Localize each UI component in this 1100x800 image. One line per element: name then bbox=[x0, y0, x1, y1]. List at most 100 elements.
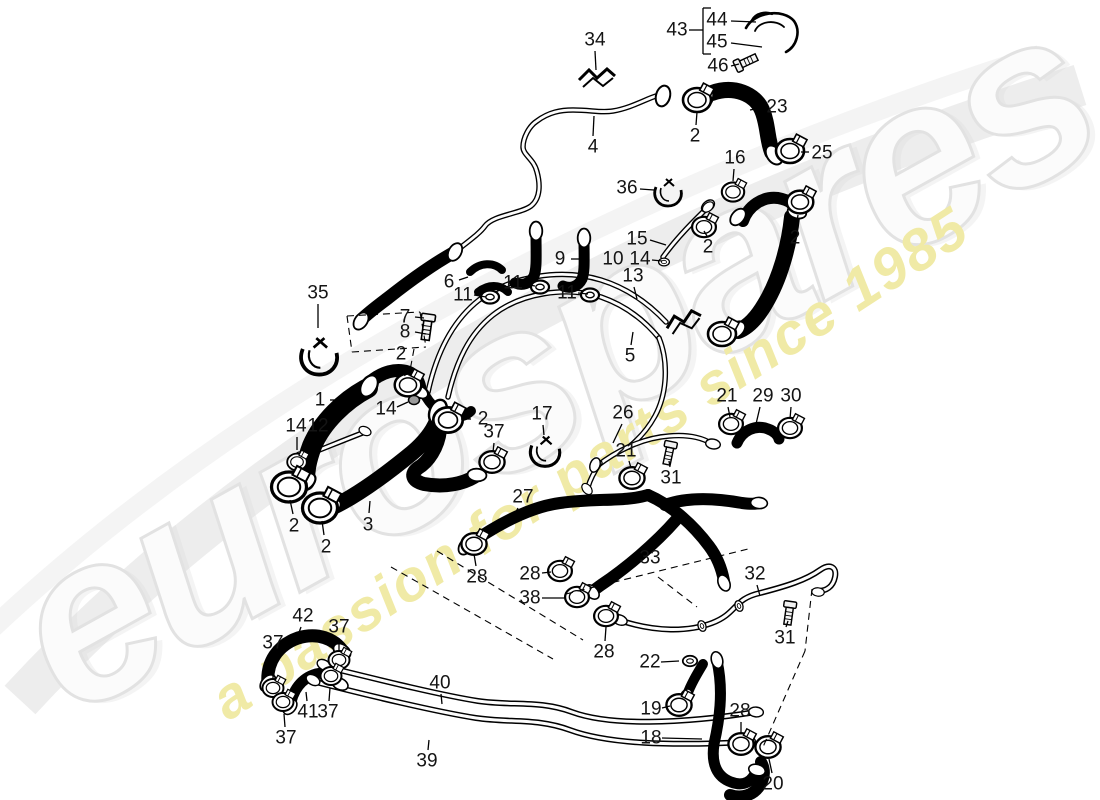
callout-41[interactable]: 41 bbox=[297, 701, 319, 723]
callout-37[interactable]: 37 bbox=[262, 632, 284, 654]
callout-17[interactable]: 17 bbox=[531, 403, 553, 425]
leader-line bbox=[695, 111, 698, 126]
leader-line bbox=[577, 292, 589, 295]
callout-10[interactable]: 10 bbox=[602, 248, 624, 270]
callout-45[interactable]: 45 bbox=[706, 31, 728, 53]
callout-27[interactable]: 27 bbox=[512, 486, 534, 508]
leader-line bbox=[703, 230, 708, 237]
callout-2[interactable]: 2 bbox=[689, 125, 701, 147]
callout-29[interactable]: 29 bbox=[752, 385, 774, 407]
leader-line bbox=[368, 500, 371, 514]
callout-6[interactable]: 6 bbox=[443, 271, 455, 293]
callout-38[interactable]: 38 bbox=[519, 587, 541, 609]
callout-37[interactable]: 37 bbox=[483, 421, 505, 443]
callout-40[interactable]: 40 bbox=[429, 672, 451, 694]
callout-16[interactable]: 16 bbox=[724, 147, 746, 169]
leader-line bbox=[633, 286, 638, 300]
callout-12[interactable]: 12 bbox=[307, 415, 329, 437]
callout-21[interactable]: 21 bbox=[716, 385, 738, 407]
callout-8[interactable]: 8 bbox=[399, 321, 411, 343]
callout-22[interactable]: 22 bbox=[639, 651, 661, 673]
callout-28[interactable]: 28 bbox=[519, 563, 541, 585]
callout-2[interactable]: 2 bbox=[320, 536, 332, 558]
callout-1[interactable]: 1 bbox=[314, 389, 326, 411]
callout-14[interactable]: 14 bbox=[285, 415, 307, 437]
leader-line bbox=[768, 758, 773, 774]
leader-line bbox=[651, 259, 663, 262]
callout-43[interactable]: 43 bbox=[666, 19, 688, 41]
callout-28[interactable]: 28 bbox=[466, 566, 488, 588]
callout-2[interactable]: 2 bbox=[702, 236, 714, 258]
callout-18[interactable]: 18 bbox=[640, 727, 662, 749]
bracket-43-part bbox=[744, 11, 799, 54]
callout-2[interactable]: 2 bbox=[477, 408, 489, 430]
callout-20[interactable]: 20 bbox=[762, 773, 784, 795]
construction-line bbox=[762, 650, 806, 748]
callout-36[interactable]: 36 bbox=[616, 177, 638, 199]
leader-line bbox=[668, 460, 671, 468]
callout-37[interactable]: 37 bbox=[317, 701, 339, 723]
callout-9[interactable]: 9 bbox=[554, 248, 566, 270]
leader-line bbox=[652, 538, 658, 548]
callout-3[interactable]: 3 bbox=[362, 514, 374, 536]
callout-14[interactable]: 14 bbox=[375, 398, 397, 420]
callout-31[interactable]: 31 bbox=[774, 627, 796, 649]
callout-2[interactable]: 2 bbox=[789, 227, 801, 249]
callout-28[interactable]: 28 bbox=[729, 700, 751, 722]
callout-26[interactable]: 26 bbox=[612, 402, 634, 424]
callout-11[interactable]: 11 bbox=[503, 272, 523, 294]
pipe-4 bbox=[452, 93, 659, 255]
callout-15[interactable]: 15 bbox=[626, 228, 648, 250]
leader-line bbox=[318, 436, 321, 450]
leader-line bbox=[749, 106, 766, 111]
callout-7[interactable]: 7 bbox=[399, 306, 411, 328]
callout-25[interactable]: 25 bbox=[811, 142, 833, 164]
grommets bbox=[407, 257, 746, 668]
leader-line bbox=[401, 364, 406, 377]
callout-19[interactable]: 19 bbox=[640, 698, 662, 720]
callout-2[interactable]: 2 bbox=[395, 343, 407, 365]
callout-11[interactable]: 11 bbox=[453, 284, 473, 306]
callout-37[interactable]: 37 bbox=[275, 727, 297, 749]
callout-32[interactable]: 32 bbox=[744, 563, 766, 585]
callout-42[interactable]: 42 bbox=[292, 605, 314, 627]
leader-line bbox=[789, 406, 792, 420]
leader-line bbox=[296, 626, 302, 639]
leader-line bbox=[427, 739, 430, 751]
hose-42 bbox=[261, 629, 349, 691]
callout-14[interactable]: 14 bbox=[629, 248, 651, 270]
callout-4[interactable]: 4 bbox=[587, 136, 599, 158]
callout-2[interactable]: 2 bbox=[288, 515, 300, 537]
construction-line bbox=[804, 588, 813, 652]
callout-23[interactable]: 23 bbox=[766, 96, 788, 118]
callout-39[interactable]: 39 bbox=[416, 750, 438, 772]
leader-line bbox=[785, 620, 789, 628]
leader-line bbox=[727, 406, 731, 418]
callout-11[interactable]: 11 bbox=[557, 282, 577, 304]
callout-44[interactable]: 44 bbox=[706, 9, 728, 31]
callout-35[interactable]: 35 bbox=[307, 282, 329, 304]
pipe-32 bbox=[619, 563, 839, 633]
leader-line bbox=[628, 460, 632, 469]
callout-21[interactable]: 21 bbox=[615, 440, 637, 462]
leader-line bbox=[523, 283, 536, 287]
leader-line bbox=[289, 499, 294, 515]
leader-line bbox=[328, 687, 331, 702]
callout-46[interactable]: 46 bbox=[707, 55, 729, 77]
callout-33[interactable]: 33 bbox=[639, 547, 661, 569]
leader-line bbox=[305, 691, 308, 702]
hose-29 bbox=[731, 421, 785, 449]
callout-37[interactable]: 37 bbox=[328, 616, 350, 638]
callout-28[interactable]: 28 bbox=[593, 641, 615, 663]
callout-13[interactable]: 13 bbox=[622, 265, 644, 287]
construction-line bbox=[346, 315, 353, 353]
leader-line bbox=[542, 424, 545, 436]
callout-30[interactable]: 30 bbox=[780, 385, 802, 407]
leader-line bbox=[440, 693, 443, 705]
callout-34[interactable]: 34 bbox=[584, 29, 606, 51]
callout-31[interactable]: 31 bbox=[660, 467, 682, 489]
callout-5[interactable]: 5 bbox=[624, 345, 636, 367]
pipe-40 bbox=[320, 663, 759, 725]
